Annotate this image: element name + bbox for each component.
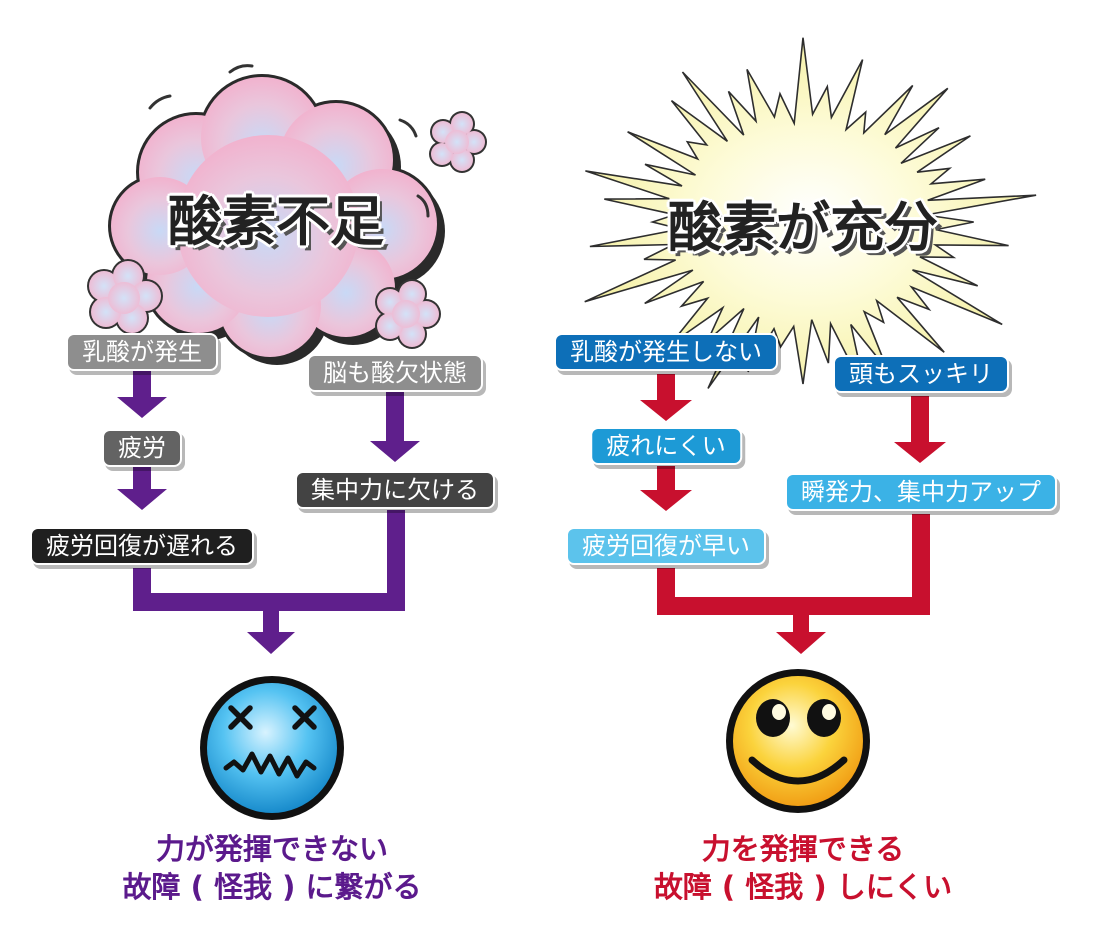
right-conclusion-line-2: 故障 ( 怪我 ) しにくい xyxy=(653,870,953,904)
left-conclusion-line-1: 力が発揮できない xyxy=(155,832,388,866)
left-step-slow-recovery: 疲労回復が遅れる xyxy=(30,527,254,565)
left-conclusion: 力が発揮できない 故障 ( 怪我 ) に繋がる xyxy=(123,830,422,906)
right-side-power-up: 瞬発力、集中力アップ xyxy=(785,473,1057,511)
right-step-fast-recovery: 疲労回復が早い xyxy=(566,527,766,565)
left-side-brain-oxygen: 脳も酸欠状態 xyxy=(307,354,483,392)
right-conclusion-line-1: 力を発揮できる xyxy=(701,832,905,866)
right-step-less-tired: 疲れにくい xyxy=(590,427,742,465)
right-step-no-lactic-acid: 乳酸が発生しない xyxy=(554,333,778,371)
left-flow-arrows xyxy=(117,370,420,654)
left-side-lack-focus: 集中力に欠ける xyxy=(295,471,495,509)
smiling-face xyxy=(726,669,870,813)
oxygen-shortage-cloud xyxy=(108,64,445,365)
dizzy-face xyxy=(200,676,344,820)
left-step-lactic-acid: 乳酸が発生 xyxy=(66,333,218,371)
right-flow-arrows xyxy=(640,374,946,654)
cloud-puff-left xyxy=(87,259,163,335)
oxygen-shortage-title: 酸素不足 xyxy=(168,190,384,253)
cloud-puff-bottom-right xyxy=(375,279,441,349)
right-side-clear-head: 頭もスッキリ xyxy=(833,355,1009,393)
oxygen-sufficient-title: 酸素が充分 xyxy=(668,196,938,259)
left-step-fatigue: 疲労 xyxy=(102,429,182,467)
cloud-puff-top-right xyxy=(429,111,487,173)
left-conclusion-line-2: 故障 ( 怪我 ) に繋がる xyxy=(122,870,422,904)
right-conclusion: 力を発揮できる 故障 ( 怪我 ) しにくい xyxy=(654,830,952,906)
oxygen-sufficient-starburst xyxy=(584,37,1037,393)
